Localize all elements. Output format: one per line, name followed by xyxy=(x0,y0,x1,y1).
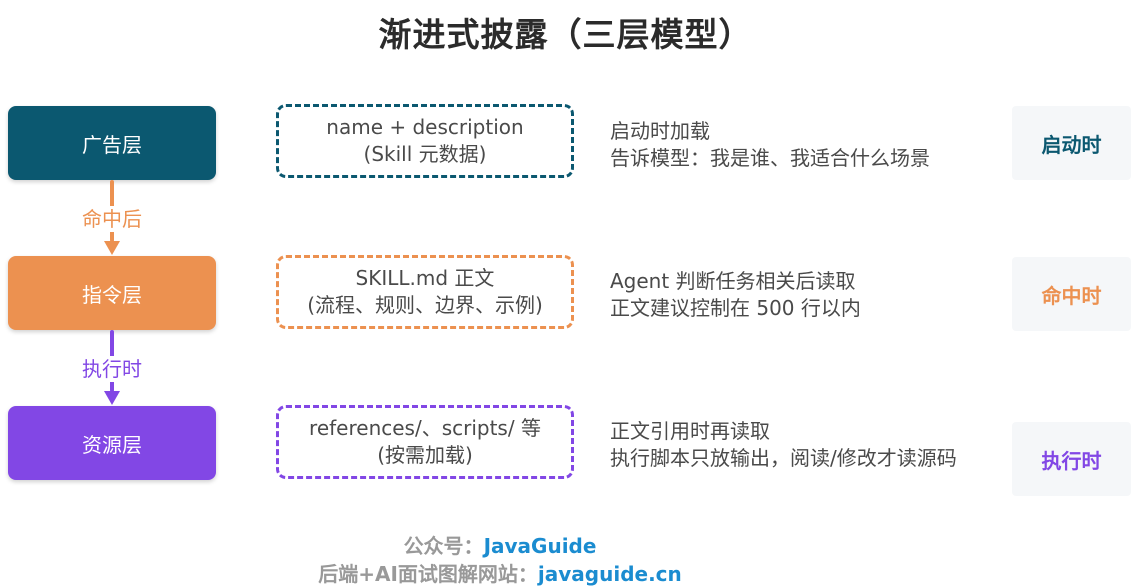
description-instruction: Agent 判断任务相关后读取 正文建议控制在 500 行以内 xyxy=(610,268,861,322)
content-line-2: (流程、规则、边界、示例) xyxy=(307,293,543,317)
footer-wechat: 公众号：JavaGuide xyxy=(0,530,1000,559)
layer-name-resource: 资源层 xyxy=(82,432,142,457)
content-line-2: (按需加载) xyxy=(377,443,473,467)
layer-name-ad: 广告层 xyxy=(82,132,142,157)
description-resource: 正文引用时再读取 执行脚本只放输出，阅读/修改才读源码 xyxy=(610,418,957,472)
content-box-resource: references/、scripts/ 等 (按需加载) xyxy=(276,405,574,479)
desc-line-1: Agent 判断任务相关后读取 xyxy=(610,269,856,293)
desc-line-1: 启动时加载 xyxy=(610,119,710,143)
footer-prefix: 公众号： xyxy=(403,534,484,558)
footer-prefix: 后端+AI面试图解网站： xyxy=(318,562,538,586)
stage-label-execute: 执行时 xyxy=(1012,422,1131,496)
layer-box-ad: 广告层 xyxy=(8,106,216,180)
content-line-1: name + description xyxy=(326,115,524,139)
diagram-title: 渐进式披露（三层模型） xyxy=(378,15,753,54)
desc-line-2: 正文建议控制在 500 行以内 xyxy=(610,296,861,320)
footer-website-url: javaguide.cn xyxy=(537,562,682,586)
desc-line-2: 告诉模型：我是谁、我适合什么场景 xyxy=(610,146,930,170)
description-ad: 启动时加载 告诉模型：我是谁、我适合什么场景 xyxy=(610,118,930,172)
content-line-2: (Skill 元数据) xyxy=(363,142,487,166)
stage-text: 启动时 xyxy=(1041,132,1102,157)
stage-label-startup: 启动时 xyxy=(1012,106,1131,180)
layer-box-instruction: 指令层 xyxy=(8,256,216,330)
desc-line-2: 执行脚本只放输出，阅读/修改才读源码 xyxy=(610,446,957,470)
layer-box-resource: 资源层 xyxy=(8,406,216,480)
footer-website: 后端+AI面试图解网站：javaguide.cn xyxy=(0,558,1000,587)
arrow-down-icon xyxy=(104,241,120,255)
transition-label-hit: 命中后 xyxy=(62,206,162,232)
stage-text: 执行时 xyxy=(1041,448,1102,473)
desc-line-1: 正文引用时再读取 xyxy=(610,419,770,443)
content-box-ad: name + description (Skill 元数据) xyxy=(276,104,574,178)
footer-wechat-name: JavaGuide xyxy=(483,534,597,558)
layer-name-instruction: 指令层 xyxy=(82,282,142,307)
stage-label-hit: 命中时 xyxy=(1012,257,1131,331)
stage-text: 命中时 xyxy=(1041,283,1102,308)
content-box-instruction: SKILL.md 正文 (流程、规则、边界、示例) xyxy=(276,255,574,329)
content-line-1: references/、scripts/ 等 xyxy=(309,416,541,440)
arrow-down-icon xyxy=(104,391,120,405)
content-line-1: SKILL.md 正文 xyxy=(355,266,495,290)
transition-label-execute: 执行时 xyxy=(62,356,162,382)
